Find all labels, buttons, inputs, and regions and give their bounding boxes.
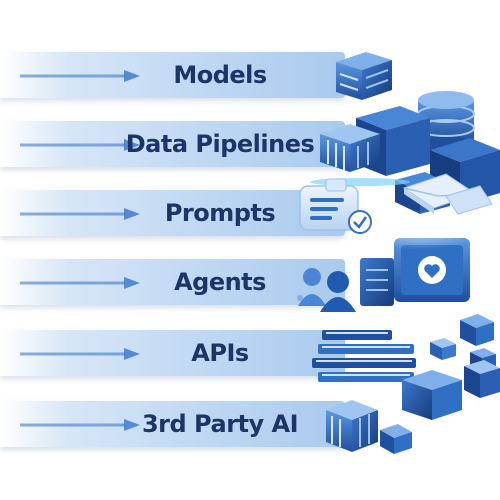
api-server-icon — [312, 330, 416, 382]
layer-label-third-party-ai: 3rd Party AI — [141, 410, 299, 438]
arrow-right-icon — [20, 277, 140, 289]
heart-monitor-icon — [394, 238, 470, 302]
layer-label-models: Models — [173, 61, 267, 89]
layer-band-third-party-ai: 3rd Party AI — [0, 401, 345, 447]
arrow-right-icon — [20, 139, 140, 151]
data-blocks-icon — [320, 124, 380, 172]
arrow-right-icon — [20, 208, 140, 220]
envelope-icon — [402, 173, 493, 215]
arrow-right-icon — [20, 70, 140, 82]
server-cube-icon — [336, 52, 392, 100]
layer-band-apis: APIs — [0, 330, 345, 376]
floating-cubes-icon — [430, 314, 496, 372]
layer-label-apis: APIs — [191, 339, 249, 367]
layer-band-agents: Agents — [0, 259, 345, 305]
layer-band-models: Models — [0, 52, 345, 98]
layer-band-data-pipelines: Data Pipelines — [0, 121, 345, 167]
third-party-cube-icon — [326, 400, 412, 454]
layer-label-agents: Agents — [174, 268, 266, 296]
layer-label-prompts: Prompts — [164, 199, 276, 227]
layer-band-prompts: Prompts — [0, 190, 345, 236]
database-icon — [417, 91, 475, 152]
layer-label-data-pipelines: Data Pipelines — [125, 130, 315, 158]
storage-blocks-icon — [402, 360, 500, 420]
arrow-right-icon — [20, 348, 140, 360]
arrow-right-icon — [20, 419, 140, 431]
agent-users-icon — [297, 258, 394, 312]
prompt-document-icon — [299, 178, 372, 234]
